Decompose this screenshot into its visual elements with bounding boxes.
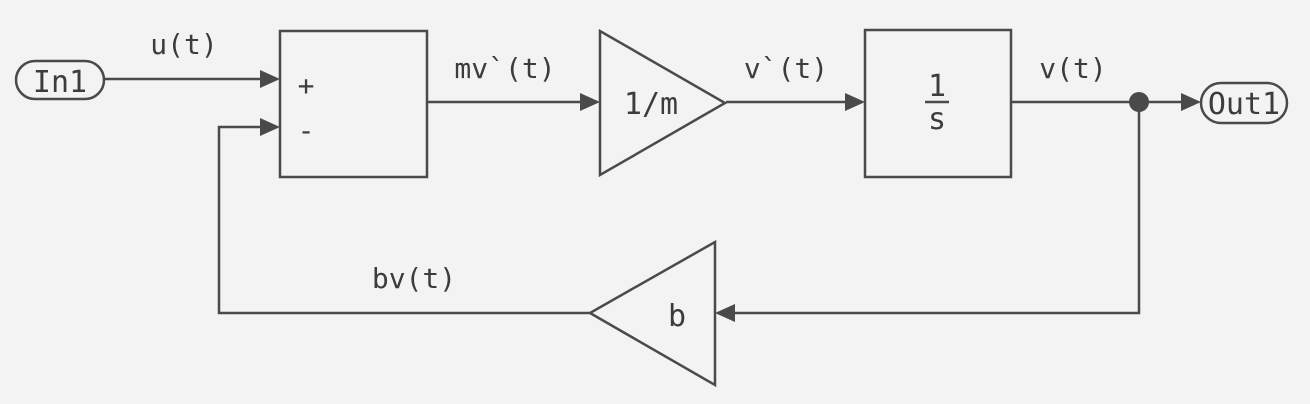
arrowhead-gain-mass-input	[580, 93, 600, 111]
gain-mass-shape	[598, 28, 728, 178]
arrowhead-output-port	[1181, 93, 1201, 111]
arrowhead-sum-minus	[260, 118, 280, 136]
outport-block[interactable]: Out1	[1199, 81, 1289, 125]
arrowhead-gain-b-input	[715, 304, 735, 322]
sum-minus-sign: -	[298, 114, 315, 147]
sum-block[interactable]: + -	[278, 29, 429, 179]
arrowhead-sum-plus	[260, 70, 280, 88]
branch-point[interactable]	[1129, 92, 1149, 112]
integrator-numerator: 1	[928, 69, 946, 104]
gain-mass-block[interactable]: 1/m	[598, 28, 728, 178]
signal-label-sum-out: mv`(t)	[454, 52, 555, 85]
signal-label-input: u(t)	[150, 28, 217, 61]
inport-shape	[14, 59, 106, 101]
integrator-shape	[863, 28, 1013, 179]
integrator-denominator: s	[928, 102, 946, 137]
signal-label-accel: v`(t)	[744, 52, 828, 85]
inport-label: In1	[33, 65, 87, 100]
gain-damping-label: b	[668, 299, 686, 334]
signal-label-feedback: bv(t)	[372, 262, 456, 295]
integrator-block[interactable]: 1 s	[863, 28, 1013, 179]
signal-label-velocity: v(t)	[1039, 52, 1106, 85]
wire-feedback-to-gain-b[interactable]	[730, 102, 1141, 315]
wire-feedback-to-sum[interactable]	[217, 125, 590, 315]
outport-label: Out1	[1208, 87, 1280, 122]
outport-shape	[1199, 81, 1289, 125]
arrowhead-integrator-input	[845, 93, 865, 111]
gain-mass-label: 1/m	[624, 87, 678, 122]
sum-plus-sign: +	[298, 69, 315, 102]
inport-block[interactable]: In1	[14, 59, 106, 101]
sum-block-shape	[278, 29, 429, 179]
gain-damping-block[interactable]: b	[587, 239, 717, 388]
gain-damping-shape	[587, 239, 717, 388]
